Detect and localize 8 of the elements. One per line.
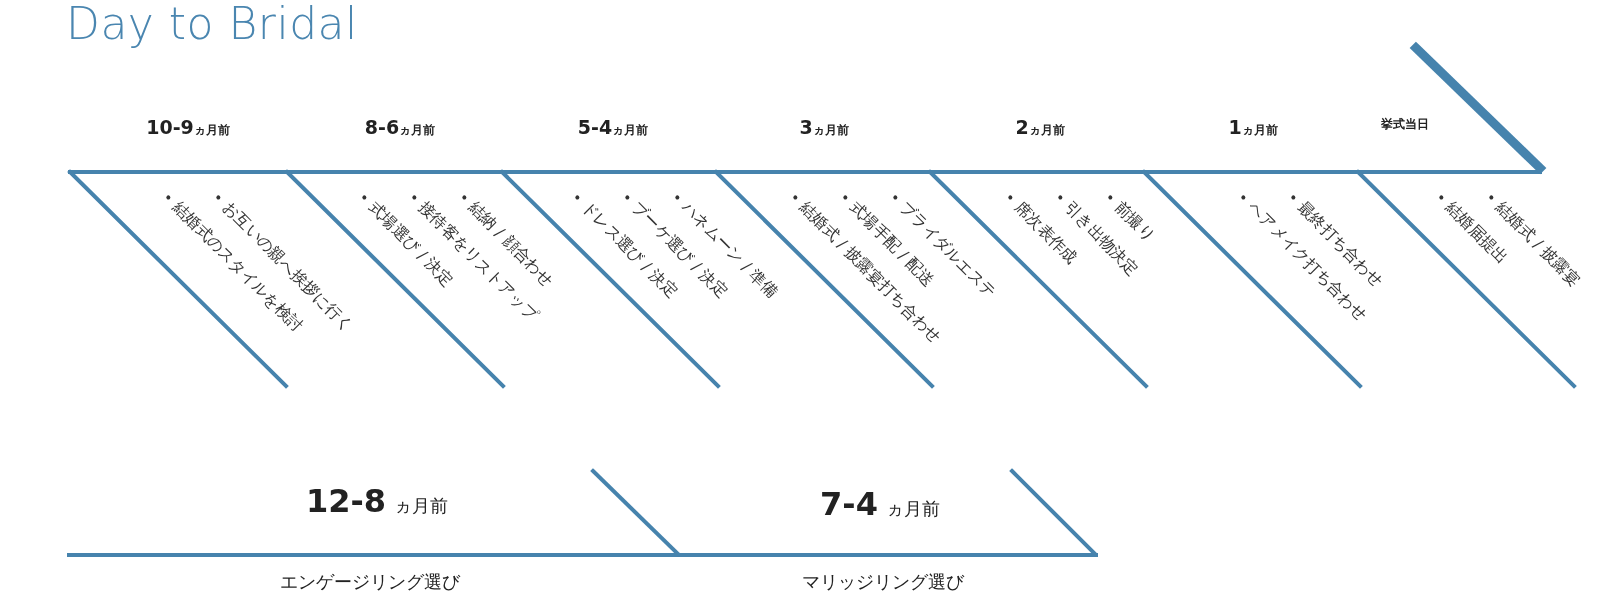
period-label: 1ヵ月前 (1228, 116, 1278, 139)
period-label: 挙式当日 (1381, 116, 1429, 133)
title: Day to Bridal (66, 0, 358, 49)
period-label: 8-6ヵ月前 (364, 116, 436, 139)
ring-label: エンゲージリング選び (280, 570, 460, 594)
period-label: 10-9ヵ月前 (146, 116, 230, 139)
ring-label: マリッジリング選び (802, 570, 964, 594)
period-label: 5-4ヵ月前 (577, 116, 649, 139)
